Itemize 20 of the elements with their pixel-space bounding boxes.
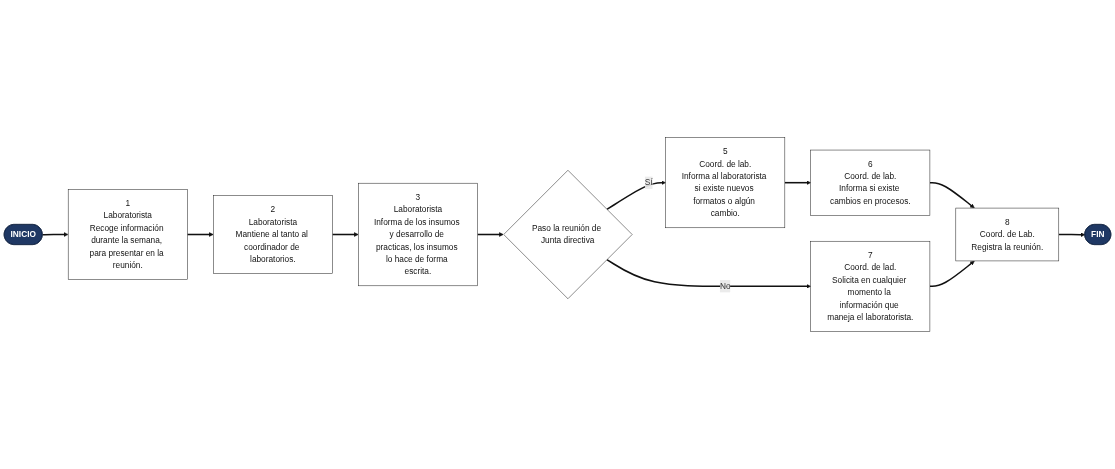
arrow (929, 181, 975, 209)
arrow (929, 260, 975, 288)
arrow (606, 258, 811, 289)
arrow (41, 232, 69, 237)
node-box: 8 Coord. de Lab. Registra la reunión. (955, 207, 1060, 262)
arrow (784, 180, 811, 185)
edge-label: No (719, 281, 731, 291)
edge-label: Sí (644, 178, 653, 187)
arrow (331, 232, 359, 237)
node-box: 2 Laboratorista Mantiene al tanto al coordinador de laboratorios. (213, 195, 333, 274)
arrow (186, 232, 214, 237)
node-box: 1 Laboratorista Recoge información durante la semana, para presentar en la reunión. (67, 189, 188, 280)
arrow (476, 232, 504, 237)
arrow (606, 180, 666, 211)
arrow (1058, 232, 1086, 237)
node-box: 7 Coord. de lad. Solicita en cualquier momento la información que maneja el laboratorista. (810, 241, 931, 332)
node-box: 3 Laboratorista Informa de los insumos y desarrollo de practicas, los insumos lo hace de forma escrita. (358, 182, 478, 287)
node-box: 5 Coord. de lab. Informa al laboratorista si existe nuevos formatos o algún cambio. (665, 137, 786, 228)
node-box: 6 Coord. de lab. Informa si existe cambios en procesos. (810, 149, 931, 216)
node-diamond: Paso la reunión de Junta directiva (503, 170, 633, 299)
